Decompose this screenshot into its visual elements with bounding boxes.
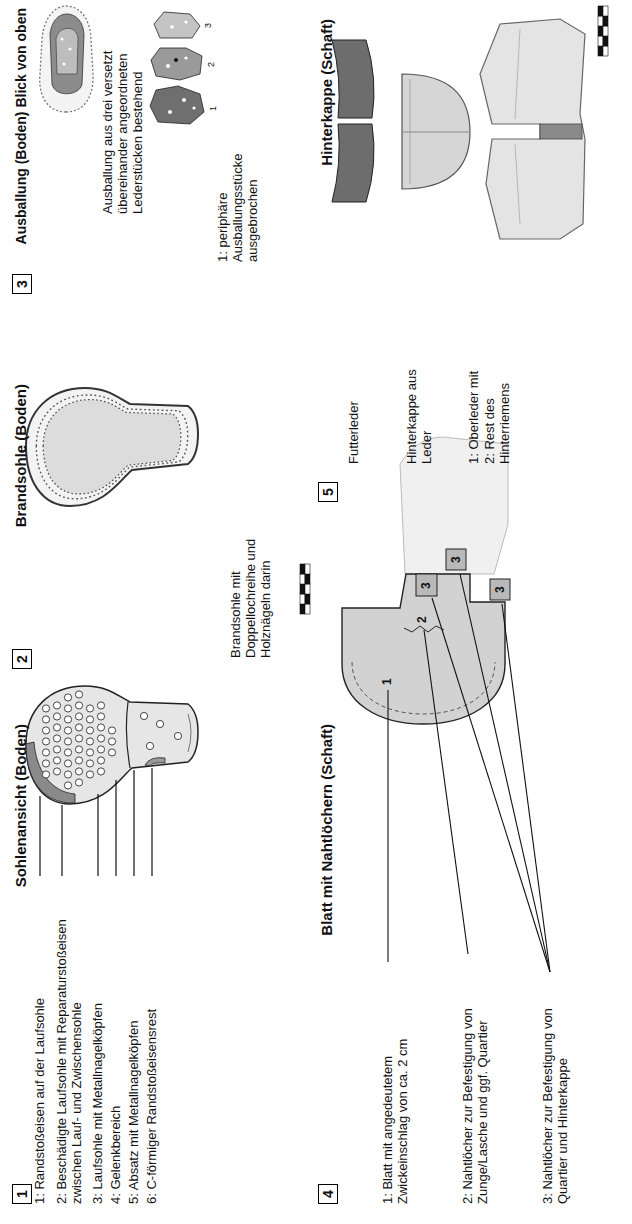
label-text: 5: Absatz mit Metallnagelköpfen: [126, 879, 141, 1204]
panel-title: Blatt mit Nahtlöchern (Schaft): [318, 724, 336, 936]
upper-leather: [480, 19, 585, 239]
label-text: 6: C-förmiger Randstoßeisensrest: [144, 879, 159, 1204]
lining-leather: [332, 40, 374, 202]
panel-title: Hinterkappe (Schaft): [318, 19, 336, 166]
panel-number: 3: [14, 280, 30, 288]
callout-number: 2: [206, 62, 216, 67]
label-text: 2: Rest des Hinterriemens: [482, 359, 512, 464]
filler-pieces: [150, 12, 204, 124]
label-text: Ausballung aus drei versetzt übereinande…: [100, 6, 145, 214]
panel-number: 5: [320, 488, 336, 496]
callout-number: 3: [450, 556, 463, 563]
label-text: 1: Randstoßeisen auf der Laufsohle: [32, 879, 47, 1204]
label-text: 4: Gelenkbereich: [108, 879, 123, 1204]
panel-title: Sohlenansicht (Boden): [12, 724, 30, 887]
panel-number-box: 5: [318, 482, 338, 502]
panel-number: 1: [14, 1190, 30, 1198]
panel-number-box: 4: [318, 1184, 338, 1204]
label-text: 3: Laufsohle mit Metallnagelköpfen: [90, 879, 105, 1204]
label-text: 2: Nahtlöcher zur Befestigung von Zunge/…: [460, 959, 490, 1204]
callout-number: 2: [416, 616, 429, 623]
label-text: 1: Blatt mit angedeutetem Zwickeinschlag…: [380, 966, 410, 1204]
leader-lines: [40, 768, 152, 876]
panel-title: Brandsohle (Boden): [12, 384, 30, 527]
scale-bar: [300, 564, 310, 614]
heel-counter: [402, 74, 470, 189]
label-text: Hinterkappe aus Leder: [404, 354, 434, 464]
sole-view: [26, 686, 198, 804]
panel-number-box: 3: [12, 274, 32, 294]
label-text: 3: Nahtlöcher zur Befestigung von Quarti…: [540, 976, 570, 1204]
panel-title: Ausballung (Boden) Blick von oben: [12, 8, 30, 244]
callout-number: 3: [203, 23, 213, 28]
callout-number: 1: [381, 678, 394, 685]
label-text: Brandsohle mit Doppellochreihe und Holzn…: [228, 508, 273, 658]
filler-top-view: [40, 6, 93, 112]
label-text: 1: Oberleder mit: [466, 371, 481, 464]
panel-number: 2: [14, 655, 30, 663]
vamp: [342, 549, 510, 724]
label-text: 2: Beschädigte Laufsohle mit Reparaturst…: [54, 882, 84, 1204]
leader-lines: [388, 574, 550, 972]
callout-number: 3: [494, 586, 507, 593]
label-text: 1: periphäre Ausballungsstücke ausgebroc…: [215, 127, 260, 262]
callout-number: 1: [208, 106, 218, 111]
panel-number-box: 2: [12, 649, 32, 669]
callout-number: 3: [420, 582, 433, 589]
panel-number-box: 1: [12, 1184, 32, 1204]
panel-number: 4: [320, 1190, 336, 1198]
label-text: Futterleder: [346, 401, 361, 464]
insole: [26, 388, 198, 506]
scale-bar: [598, 6, 608, 56]
